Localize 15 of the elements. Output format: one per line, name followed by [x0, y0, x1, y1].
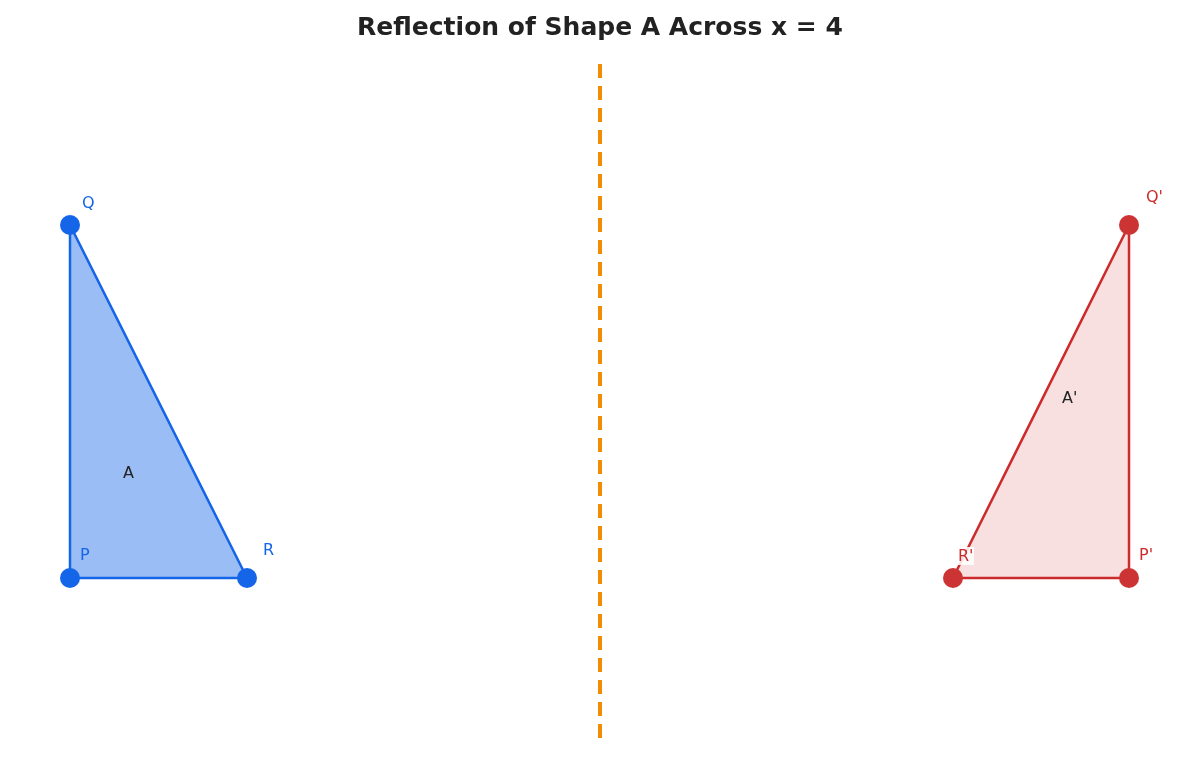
shape-label: A	[123, 463, 134, 482]
vertex-point	[60, 215, 80, 235]
vertex-point	[237, 568, 257, 588]
vertex-point	[943, 568, 963, 588]
vertex-label: Q	[82, 194, 95, 212]
vertex-point	[1119, 215, 1139, 235]
vertex-label: P'	[1139, 546, 1154, 564]
vertex-label: R	[263, 541, 275, 559]
vertex-label: R'	[958, 547, 974, 565]
shape-label: A'	[1062, 388, 1078, 407]
vertex-point	[1119, 568, 1139, 588]
vertex-point	[60, 568, 80, 588]
vertex-label: Q'	[1146, 188, 1163, 206]
vertex-label: P	[80, 546, 90, 564]
diagram-title: Reflection of Shape A Across x = 4	[356, 12, 844, 41]
